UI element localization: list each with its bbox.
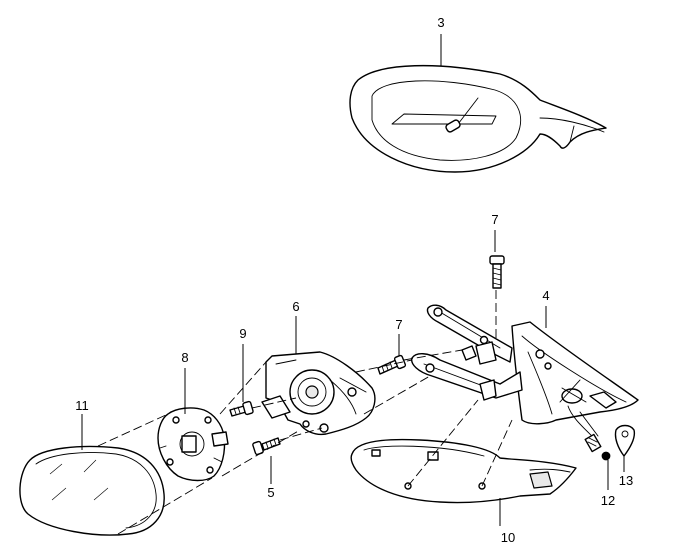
part-9-screw [229,400,254,417]
callout-13: 13 [619,473,633,488]
callout-labels: 3 7 4 6 7 9 8 11 5 10 12 13 [75,15,633,545]
part-10-lower-shell [350,438,577,504]
callout-4: 4 [542,288,549,303]
callout-9: 9 [239,326,246,341]
part-3-mirror-housing [349,64,607,173]
folding-arm-mechanism [411,304,523,401]
callout-10: 10 [501,530,515,545]
part-4-mirror-base [511,321,639,441]
callout-7-top: 7 [491,212,498,227]
part-7-screw-middle [377,354,407,375]
callout-12: 12 [601,493,615,508]
part-12-screw [584,433,611,461]
callout-5: 5 [267,485,274,500]
part-13-clip [614,424,636,457]
callout-11: 11 [75,398,89,413]
part-11-mirror-glass [19,445,165,536]
callout-7-middle: 7 [395,317,402,332]
leader-lines [81,34,625,526]
callout-8: 8 [181,350,188,365]
part-7-screw-top [489,255,505,289]
callout-6: 6 [292,299,299,314]
part-6-adjuster-plate [261,351,376,436]
callout-3: 3 [437,15,444,30]
part-8-carrier-plate [157,407,229,482]
part-5-screw [252,437,281,456]
